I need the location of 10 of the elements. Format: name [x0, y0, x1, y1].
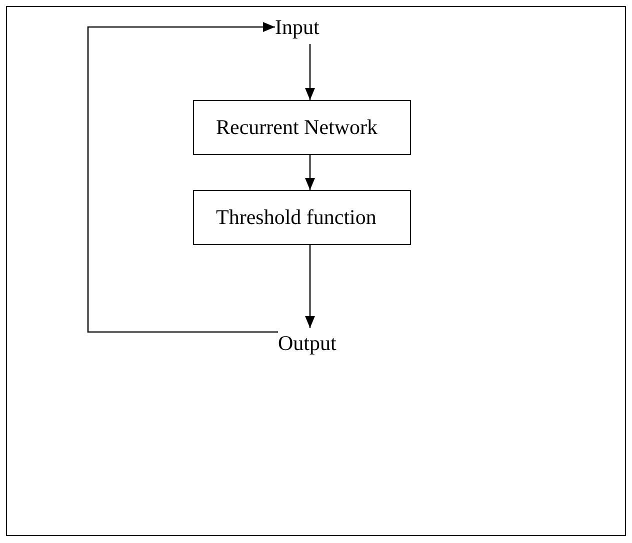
arrow [305, 44, 315, 100]
box-label: Recurrent Network [216, 115, 378, 140]
process-box [193, 190, 411, 245]
box-label: Threshold function [216, 205, 376, 230]
arrow [87, 22, 278, 333]
flow-label: Input [275, 14, 320, 40]
flow-label: Output [278, 330, 336, 356]
arrow [305, 245, 315, 328]
arrow [305, 155, 315, 190]
process-box [193, 100, 411, 155]
